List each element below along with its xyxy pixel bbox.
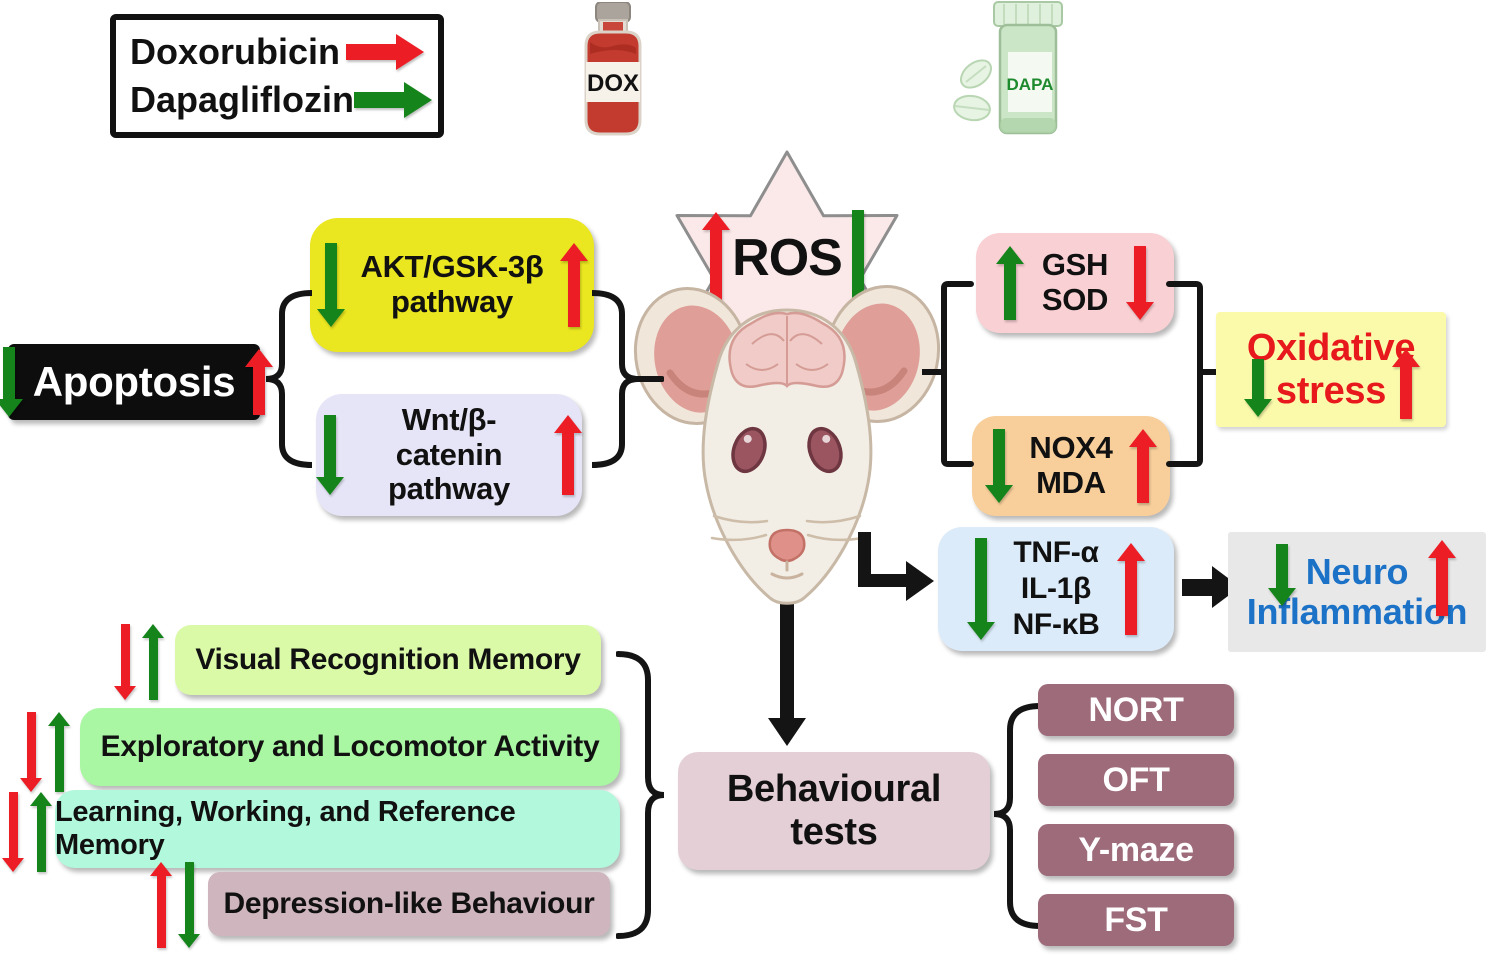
prooxidants-line1: NOX4 bbox=[1029, 430, 1113, 466]
mouse-illustration bbox=[622, 268, 952, 618]
test-box-fst: FST bbox=[1038, 894, 1234, 946]
markers-oxidative-stress-bracket-icon bbox=[1166, 281, 1222, 467]
legend-item-dapagliflozin: Dapagliflozin bbox=[130, 79, 432, 121]
neuroinflammation-dapagliflozin-decrease-arrow-icon bbox=[1268, 544, 1296, 606]
neuroinflammation-box: Neuro Inflammation bbox=[1228, 532, 1486, 652]
akt-doxorubicin-increase-arrow-icon bbox=[559, 243, 588, 327]
test-label: OFT bbox=[1102, 760, 1170, 799]
test-label: Y-maze bbox=[1078, 830, 1194, 869]
wnt-doxorubicin-increase-arrow-icon bbox=[554, 415, 582, 495]
neuroinflammation-doxorubicin-increase-arrow-icon bbox=[1428, 540, 1456, 616]
behaviour-box-depression-like: Depression-like Behaviour bbox=[208, 872, 610, 936]
dapa-bottle-label: DAPA bbox=[1007, 75, 1054, 94]
behaviour-label: Exploratory and Locomotor Activity bbox=[100, 730, 600, 763]
cytokines-line2: IL-1β bbox=[1020, 572, 1092, 605]
prooxidants-doxorubicin-increase-arrow-icon bbox=[1128, 429, 1157, 503]
oxidative-stress-line1: Oxidative bbox=[1246, 326, 1416, 369]
oxidative-stress-line2: stress bbox=[1275, 369, 1387, 412]
cytokines-line1: TNF-α bbox=[1013, 536, 1099, 569]
dox-vial-label: DOX bbox=[587, 70, 639, 97]
test-label: NORT bbox=[1088, 690, 1184, 729]
akt-dapagliflozin-decrease-arrow-icon bbox=[316, 243, 345, 327]
prooxidants-line2: MDA bbox=[1036, 465, 1106, 500]
pathway-akt-line2: pathway bbox=[391, 284, 513, 319]
apoptosis-doxorubicin-increase-arrow-icon bbox=[245, 349, 274, 415]
exploratory-arrows bbox=[20, 712, 70, 792]
antioxidants-doxorubicin-decrease-arrow-icon bbox=[1126, 246, 1155, 320]
behaviour-label: Visual Recognition Memory bbox=[195, 643, 581, 676]
dapagliflozin-decrease-arrow-icon bbox=[178, 862, 200, 948]
antioxidants-box: GSH SOD bbox=[976, 233, 1174, 333]
behaviour-box-exploratory-locomotor: Exploratory and Locomotor Activity bbox=[80, 708, 620, 786]
oxidative-stress-dapagliflozin-decrease-arrow-icon bbox=[1244, 359, 1272, 417]
pathways-mouse-brace-icon bbox=[592, 290, 664, 468]
behavioural-tests-box: Behavioural tests bbox=[678, 752, 990, 870]
doxorubicin-arrow-icon bbox=[346, 34, 424, 70]
antioxidants-line1: GSH bbox=[1041, 247, 1109, 283]
apoptosis-box: Apoptosis bbox=[0, 344, 274, 420]
pathway-wnt-box: Wnt/β-catenin pathway bbox=[316, 394, 582, 516]
test-box-nort: NORT bbox=[1038, 684, 1234, 736]
apoptosis-pathways-brace-icon bbox=[266, 290, 312, 468]
dapa-bottle-illustration: DAPA bbox=[950, 0, 1068, 138]
behaviours-tests-brace-icon bbox=[616, 651, 664, 939]
doxorubicin-decrease-arrow-icon bbox=[114, 624, 136, 700]
mouse-to-behavioural-tests-arrow bbox=[768, 598, 806, 746]
cytokines-box: TNF-α IL-1β NF-κB bbox=[938, 527, 1174, 651]
visual-recognition-arrows bbox=[114, 624, 164, 700]
cytokines-line3: NF-κB bbox=[1012, 608, 1100, 641]
prooxidants-box: NOX4 MDA bbox=[972, 416, 1170, 516]
test-box-y-maze: Y-maze bbox=[1038, 824, 1234, 876]
antioxidants-dapagliflozin-increase-arrow-icon bbox=[995, 246, 1024, 320]
pathway-akt-line1: AKT/GSK-3β bbox=[360, 249, 544, 285]
legend-label: Doxorubicin bbox=[130, 31, 341, 72]
legend-label: Dapagliflozin bbox=[130, 79, 354, 120]
test-label: FST bbox=[1104, 900, 1168, 939]
doxorubicin-increase-arrow-icon bbox=[150, 862, 172, 948]
cytokines-dapagliflozin-decrease-arrow-icon bbox=[966, 538, 995, 640]
behaviour-box-learning-working-reference: Learning, Working, and Reference Memory bbox=[55, 790, 620, 868]
prooxidants-dapagliflozin-decrease-arrow-icon bbox=[985, 429, 1014, 503]
dox-vial-illustration: DOX bbox=[576, 2, 650, 136]
dapagliflozin-increase-arrow-icon bbox=[142, 624, 164, 700]
behaviour-label: Learning, Working, and Reference Memory bbox=[55, 796, 516, 861]
pathway-wnt-line1: Wnt/β-catenin bbox=[395, 401, 503, 472]
pathway-wnt-line2: pathway bbox=[388, 471, 510, 507]
neuroinflammation-line1: Neuro bbox=[1305, 550, 1409, 592]
behaviour-label: Depression-like Behaviour bbox=[223, 887, 595, 920]
antioxidants-line2: SOD bbox=[1041, 282, 1109, 317]
mouse-markers-bracket-icon bbox=[922, 281, 974, 467]
behavioural-tests-line1: Behavioural bbox=[726, 768, 942, 811]
dapagliflozin-arrow-icon bbox=[354, 82, 432, 118]
legend-item-doxorubicin: Doxorubicin bbox=[130, 31, 424, 73]
doxorubicin-decrease-arrow-icon bbox=[2, 792, 24, 872]
apoptosis-label: Apoptosis bbox=[32, 358, 236, 405]
apoptosis-dapagliflozin-decrease-arrow-icon bbox=[0, 347, 23, 417]
test-box-oft: OFT bbox=[1038, 754, 1234, 806]
oxidative-stress-box: Oxidative stress bbox=[1216, 312, 1446, 427]
wnt-dapagliflozin-decrease-arrow-icon bbox=[316, 415, 344, 495]
doxorubicin-decrease-arrow-icon bbox=[20, 712, 42, 792]
ros-label: ROS bbox=[732, 229, 843, 287]
cytokines-doxorubicin-increase-arrow-icon bbox=[1117, 543, 1146, 635]
behavioural-tests-line2: tests bbox=[790, 811, 878, 853]
legend-box: Doxorubicin Dapagliflozin bbox=[110, 14, 444, 138]
oxidative-stress-doxorubicin-increase-arrow-icon bbox=[1392, 349, 1420, 419]
dapagliflozin-increase-arrow-icon bbox=[48, 712, 70, 792]
pathway-akt-box: AKT/GSK-3β pathway bbox=[310, 218, 594, 352]
learning-arrows bbox=[2, 792, 52, 872]
tests-brace-icon bbox=[994, 703, 1040, 929]
dapagliflozin-increase-arrow-icon bbox=[30, 792, 52, 872]
behaviour-box-visual-recognition-memory: Visual Recognition Memory bbox=[175, 625, 601, 695]
depression-arrows bbox=[150, 862, 200, 948]
ros-star: ROS bbox=[672, 148, 902, 410]
